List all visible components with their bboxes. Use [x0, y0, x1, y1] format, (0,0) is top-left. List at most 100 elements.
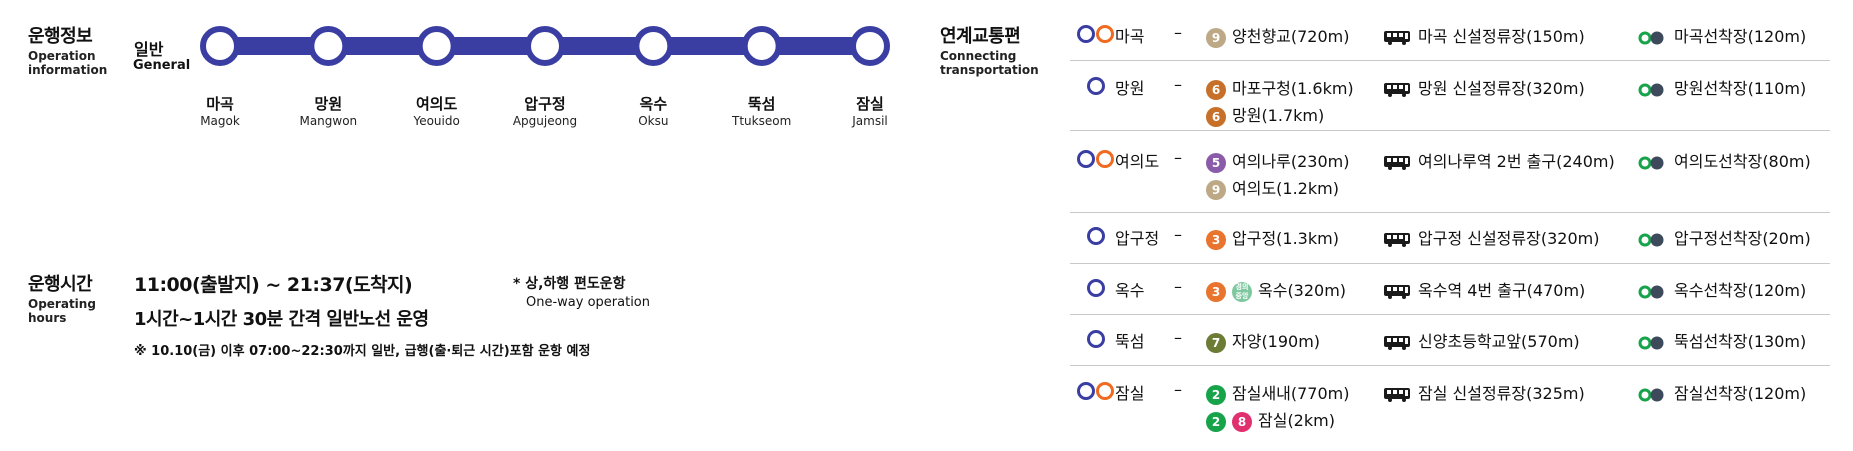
bus-stop: 옥수역 4번 출구(470m)	[1384, 277, 1585, 301]
ferry-dock: 잠실선착장(120m)	[1638, 380, 1806, 404]
row-divider	[1070, 365, 1830, 366]
station-ring-icon	[1077, 24, 1095, 43]
bus-stop-label: 신양초등학교앞(570m)	[1418, 332, 1580, 351]
station-stop-0	[200, 26, 240, 66]
subway-station-label: 마포구청(1.6km)	[1232, 79, 1354, 98]
station-name-en: Oksu	[638, 114, 669, 128]
station-rings	[1077, 148, 1114, 168]
ferry-dock: 옥수선착장(120m)	[1638, 277, 1806, 301]
subway-station: 5 여의나루(230m)	[1206, 148, 1350, 173]
ferry-icon	[1638, 388, 1664, 401]
station-rings	[1077, 23, 1114, 43]
station-stop-3	[525, 26, 565, 66]
hours-title-en-2: hours	[28, 311, 67, 325]
station-name-en: Magok	[200, 114, 240, 128]
row-divider	[1070, 314, 1830, 315]
station-name-ko: 뚝섬	[747, 95, 776, 113]
subway-station-label: 압구정(1.3km)	[1232, 229, 1339, 248]
ferry-icon	[1638, 285, 1664, 298]
dash-separator: –	[1174, 225, 1182, 244]
row-divider	[1070, 60, 1830, 61]
station-name: 마곡	[1115, 27, 1145, 46]
station-name-ko: 옥수	[639, 95, 668, 113]
route-line-svg	[200, 26, 890, 66]
bus-stop-label: 여의나루역 2번 출구(240m)	[1418, 152, 1615, 171]
bus-stop-label: 옥수역 4번 출구(470m)	[1418, 281, 1586, 300]
bus-stop: 망원 신설정류장(320m)	[1384, 75, 1585, 99]
station-rings	[1087, 328, 1105, 348]
station-name: 옥수	[1115, 281, 1145, 300]
station-name-en: Apgujeong	[512, 114, 578, 128]
operating-time: 11:00(출발지) ~ 21:37(도착지)	[134, 274, 413, 296]
subway-station-label: 망원(1.7km)	[1232, 106, 1325, 125]
subway-station-label: 잠실(2km)	[1258, 411, 1335, 430]
ferry-icon	[1638, 83, 1664, 96]
station-rings	[1087, 75, 1105, 95]
station-name-en: Ttukseom	[732, 114, 792, 128]
line-3-badge: 3	[1206, 281, 1226, 302]
subway-station-label: 여의나루(230m)	[1232, 152, 1350, 171]
bus-stop-label: 잠실 신설정류장(325m)	[1418, 384, 1585, 403]
station-name-ko: 마곡	[206, 95, 234, 113]
bus-stop: 여의나루역 2번 출구(240m)	[1384, 148, 1615, 172]
bus-stop-label: 마곡 신설정류장(150m)	[1418, 27, 1585, 46]
connecting-title-en-1: Connecting	[940, 49, 1017, 63]
subway-station-label: 잠실새내(770m)	[1232, 384, 1350, 403]
bus-icon	[1384, 155, 1410, 170]
ferry-dock-label: 잠실선착장(120m)	[1674, 384, 1807, 403]
station-ring-icon	[1087, 76, 1105, 95]
line-5-badge: 5	[1206, 152, 1226, 173]
bus-icon	[1384, 284, 1410, 299]
bus-icon	[1384, 387, 1410, 402]
ferry-dock-label: 마곡선착장(120m)	[1674, 27, 1807, 46]
dash-separator: –	[1174, 277, 1182, 296]
station-ring-icon	[1096, 149, 1114, 168]
operation-title-en-1: Operation	[28, 49, 96, 63]
subway-station-label: 옥수(320m)	[1258, 281, 1347, 300]
station-name-ko: 잠실	[856, 95, 884, 113]
bus-stop-label: 압구정 신설정류장(320m)	[1418, 229, 1600, 248]
station-ring-icon	[1096, 24, 1114, 43]
ferry-dock: 여의도선착장(80m)	[1638, 148, 1811, 172]
service-type-en: General	[133, 58, 191, 73]
ferry-dock: 망원선착장(110m)	[1638, 75, 1806, 99]
row-divider	[1070, 130, 1830, 131]
connecting-title: 연계교통편	[940, 26, 1021, 47]
bus-icon	[1384, 30, 1410, 45]
hours-title-en-1: Operating	[28, 297, 96, 311]
station-rings	[1077, 380, 1114, 400]
line-3-badge: 3	[1206, 229, 1226, 250]
station-name-en: Mangwon	[299, 114, 358, 128]
operation-title-en-2: information	[28, 63, 108, 77]
station-ring-icon	[1096, 381, 1114, 400]
station-name: 여의도	[1115, 152, 1160, 171]
ferry-icon	[1638, 336, 1664, 349]
bus-icon	[1384, 335, 1410, 350]
oneway-note: * 상,하행 편도운항	[513, 276, 626, 292]
line-6-badge: 6	[1206, 79, 1226, 100]
station-ring-icon	[1087, 278, 1105, 297]
ferry-dock-label: 여의도선착장(80m)	[1674, 152, 1811, 171]
ferry-icon	[1638, 233, 1664, 246]
ferry-dock-label: 압구정선착장(20m)	[1674, 229, 1811, 248]
station-ring-icon	[1087, 329, 1105, 348]
station-stop-5	[741, 26, 782, 66]
station-ring-icon	[1077, 381, 1095, 400]
station-rings	[1087, 225, 1105, 245]
line-2-badge: 2	[1206, 411, 1226, 432]
